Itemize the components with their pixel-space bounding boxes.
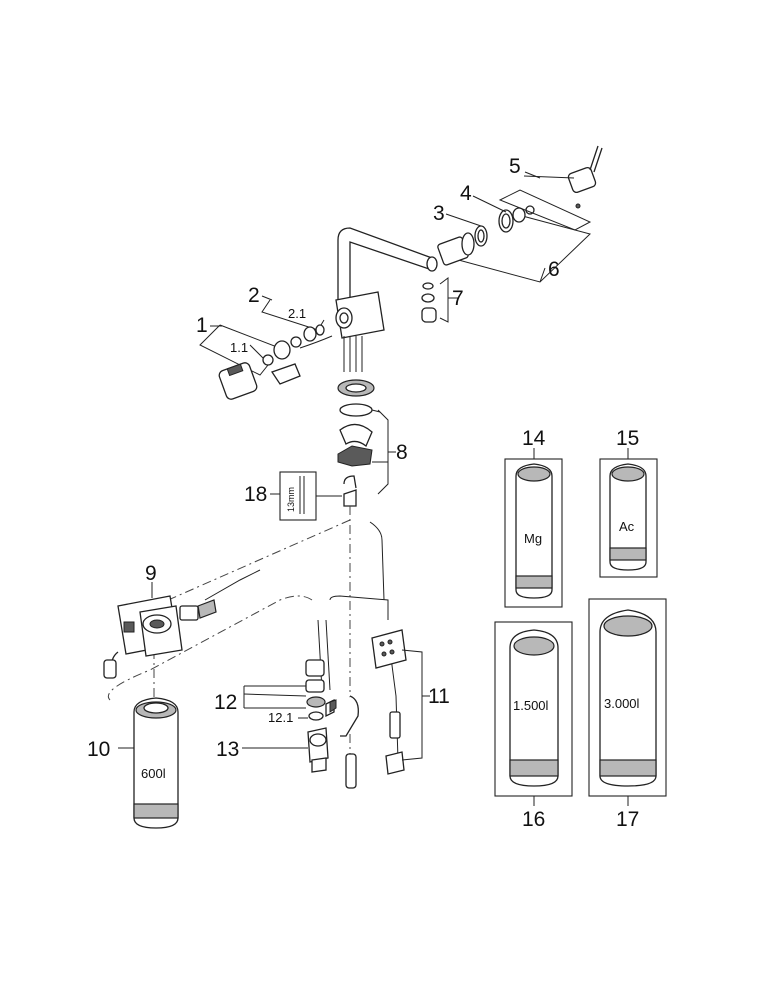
part-3-ring — [474, 225, 488, 247]
label-part-9: 9 — [145, 562, 157, 585]
label-part-1: 1 — [196, 314, 208, 337]
leader-lines — [118, 171, 575, 749]
cartridge-14-type: Mg — [524, 531, 542, 546]
label-part-4: 4 — [460, 182, 472, 205]
label-part-16: 16 — [522, 808, 545, 831]
part-13-valve — [307, 727, 329, 773]
label-part-15: 15 — [616, 427, 639, 450]
part-6-cartridge — [437, 213, 591, 283]
part-8-mounting-set — [337, 379, 389, 507]
part-11-electronics — [371, 629, 423, 775]
cartridge-16-capacity: 1.500l — [513, 698, 549, 713]
label-part-13: 13 — [216, 738, 239, 761]
part-9-filter-head — [103, 595, 217, 679]
label-part-10: 10 — [87, 738, 110, 761]
label-part-2-1: 2.1 — [288, 306, 306, 321]
label-part-17: 17 — [616, 808, 639, 831]
cartridge-14-box — [504, 448, 563, 608]
label-part-1-1: 1.1 — [230, 340, 248, 355]
part-7-aerator — [421, 277, 449, 323]
part-1-assembly — [199, 324, 333, 400]
faucet-spout — [337, 227, 438, 301]
tool-18-size: 13mm — [286, 487, 296, 512]
label-part-6: 6 — [548, 258, 560, 281]
label-part-12: 12 — [214, 691, 237, 714]
label-part-18: 18 — [244, 483, 267, 506]
part-5-lever-handle — [498, 145, 603, 231]
part-4-nut — [498, 205, 535, 233]
assembly-guide-lines — [107, 506, 351, 790]
label-part-12-1: 12.1 — [268, 710, 293, 725]
cartridge-17-box — [588, 598, 667, 806]
cartridge-16-box — [494, 621, 573, 806]
part-10-filter-cartridge — [133, 697, 179, 829]
cartridge-10-capacity: 600l — [141, 766, 166, 781]
label-part-11: 11 — [428, 685, 450, 708]
label-part-7: 7 — [452, 287, 464, 310]
label-part-2: 2 — [248, 284, 260, 307]
hose-assembly — [340, 695, 359, 789]
part-18-tool — [279, 471, 342, 521]
cartridge-15-box — [599, 448, 658, 578]
label-part-5: 5 — [509, 155, 521, 178]
part-2-assembly — [261, 299, 325, 342]
label-part-14: 14 — [522, 427, 546, 450]
label-part-8: 8 — [396, 441, 408, 464]
hose-lines — [204, 521, 399, 761]
part-12-valve-set — [305, 659, 337, 721]
cartridge-17-capacity: 3.000l — [604, 696, 640, 711]
faucet-body — [335, 291, 385, 372]
cartridge-15-type: Ac — [619, 519, 635, 534]
label-part-3: 3 — [433, 202, 445, 225]
